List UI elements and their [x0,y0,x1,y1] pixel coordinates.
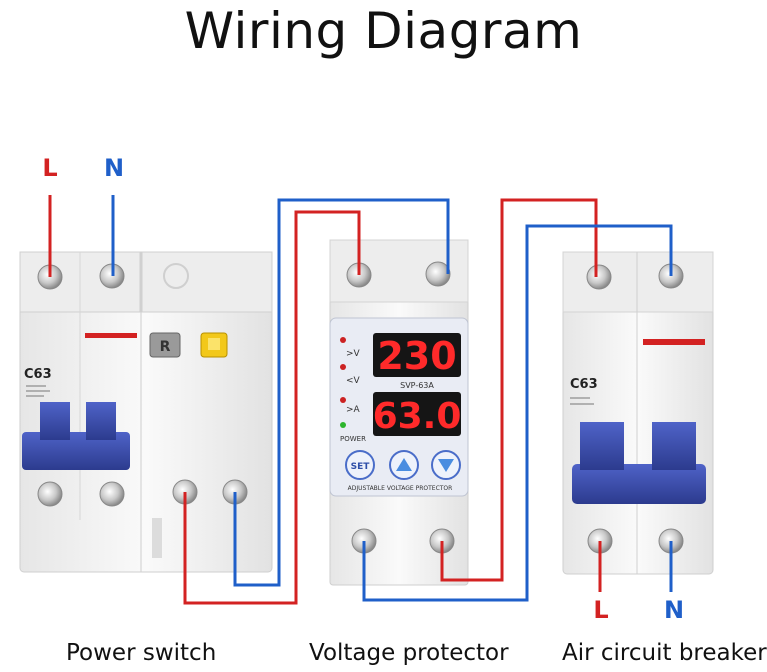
output-live-label: L [593,596,608,624]
power-switch: C63 R [19,251,273,573]
voltage-display-value: 230 [377,334,456,378]
screw-icon [99,481,125,507]
live-wire-switch-to-protector [183,210,361,605]
status-indicator-line [85,333,137,338]
acb-top-block [562,251,714,313]
air-circuit-breaker: C63 [562,251,714,575]
power-switch-rating: C63 [24,367,52,382]
din-clip [152,518,162,558]
input-live-label: L [42,154,57,182]
indicator-under-voltage: <V [346,376,361,386]
triangle-up-icon [396,458,412,471]
indicator-over-current: >A [346,405,361,415]
indicator-over-voltage: >V [346,349,361,359]
wiring [48,195,673,605]
reset-button-label: R [160,339,171,355]
current-display-value: 63.0 [373,396,462,437]
breaker-handle[interactable] [22,432,130,470]
power-led-icon [340,422,346,428]
neutral-wire-protector-to-breaker [362,224,673,602]
test-button-face [208,338,220,350]
breaker-toggle-right[interactable] [652,422,696,470]
caption-voltage-protector: Voltage protector [309,640,509,666]
current-display [373,392,461,436]
output-neutral-label: N [664,596,684,624]
breaker-toggle-right[interactable] [86,402,116,440]
status-indicator-line [643,339,705,345]
triangle-down-icon [438,459,454,472]
test-window [163,263,189,289]
input-neutral-label: N [104,154,124,182]
caption-air-circuit-breaker: Air circuit breaker [562,640,767,666]
acb-rating: C63 [570,377,598,392]
set-button[interactable] [345,450,375,480]
set-button-label: SET [351,462,371,472]
screw-icon [425,261,451,287]
voltage-protector: 230 SVP-63A 63.0 >V <V >A POWER SET ADJU… [329,239,469,586]
screw-icon [37,481,63,507]
page-title: Wiring Diagram [184,2,583,60]
led-icon [340,337,346,343]
breaker-handle[interactable] [572,464,706,504]
led-icon [340,397,346,403]
rcd-top-block [141,251,273,313]
protector-footer-text: ADJUSTABLE VOLTAGE PROTECTOR [348,485,453,492]
breaker-toggle-left[interactable] [580,422,624,470]
breaker-toggle-left[interactable] [40,402,70,440]
indicator-power: POWER [340,435,366,443]
live-wire-protector-to-breaker [440,198,598,582]
voltage-display [373,333,461,377]
caption-power-switch: Power switch [66,640,217,666]
neutral-wire-switch-to-protector [233,198,450,587]
led-icon [340,364,346,370]
model-label: SVP-63A [400,381,434,390]
screw-icon [586,264,612,290]
reset-button[interactable] [149,332,181,358]
